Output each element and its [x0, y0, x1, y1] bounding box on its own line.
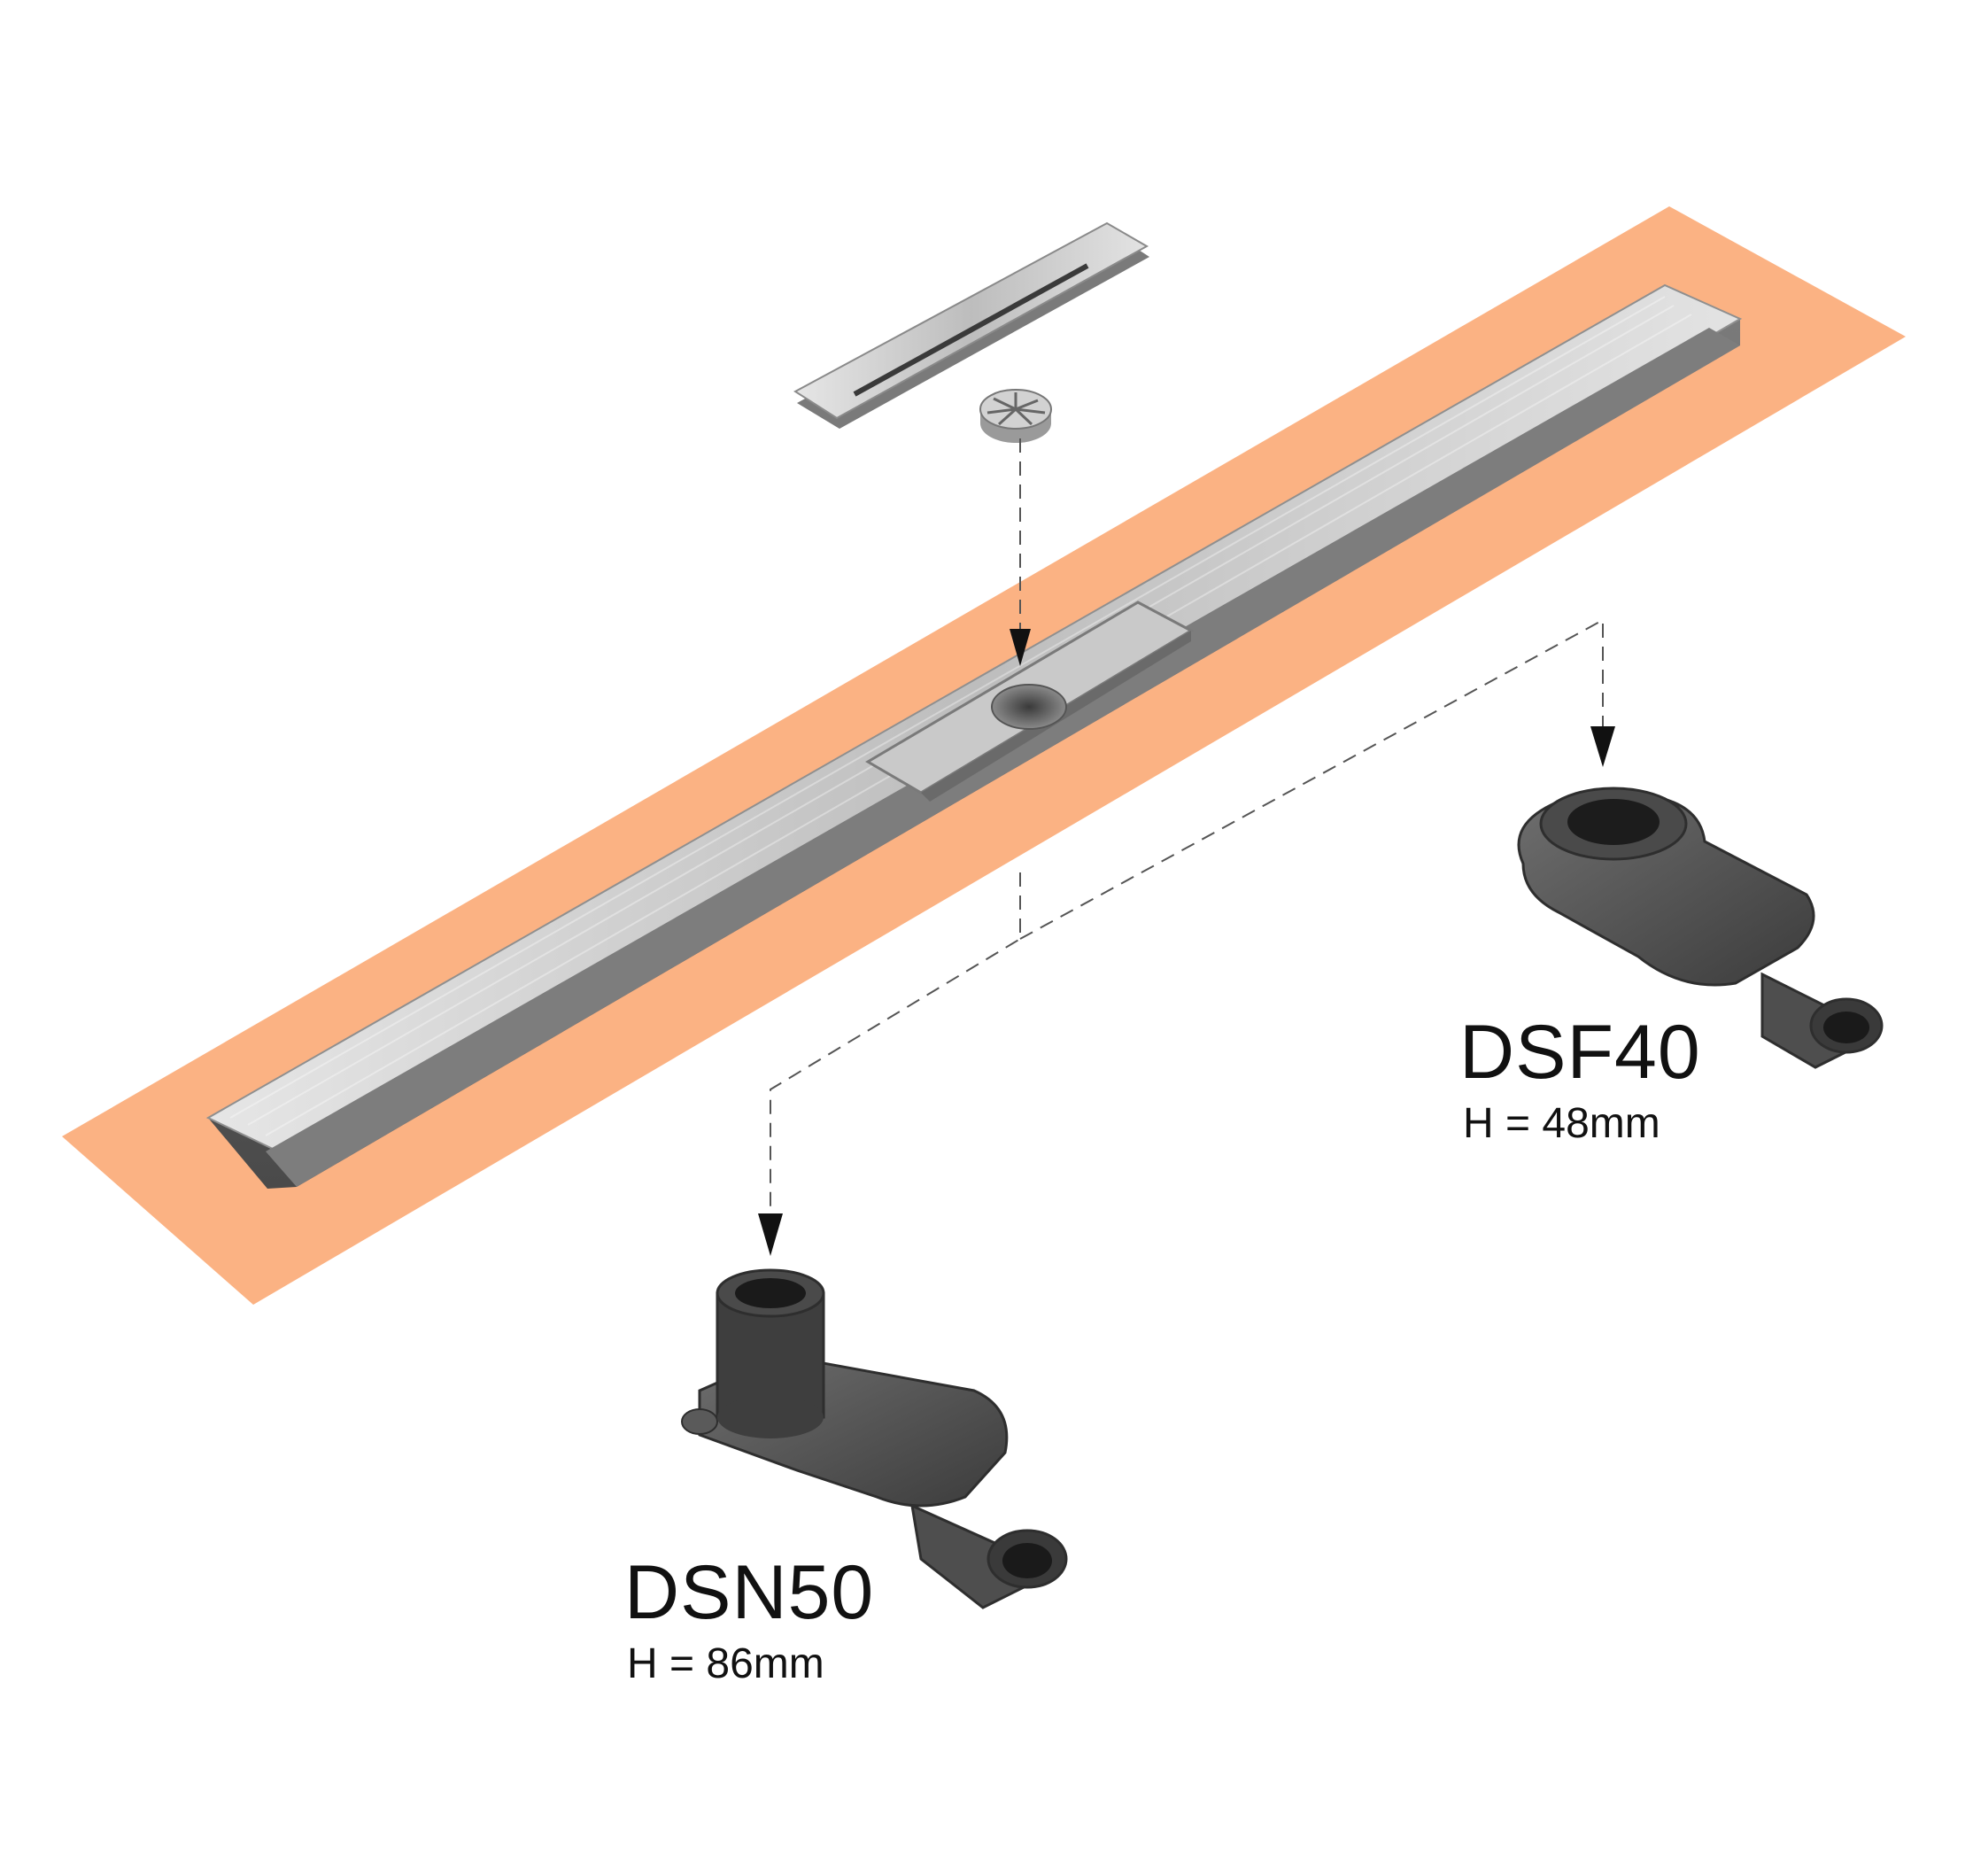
strainer-arrow-icon	[1010, 629, 1031, 666]
cover-plate-icon	[793, 221, 1149, 429]
leader-lines	[770, 438, 1604, 1213]
horizontal-outlet-trap-icon	[1517, 787, 1884, 1069]
dsn50-arrow-icon	[758, 1213, 783, 1256]
dsn50-height-label: H = 86mm	[627, 1640, 824, 1687]
dsf40-arrow-icon	[1590, 726, 1615, 767]
vertical-outlet-trap-icon	[681, 1268, 1068, 1609]
dsf40-height-label: H = 48mm	[1463, 1100, 1660, 1147]
strainer-icon	[979, 389, 1052, 443]
channel-outlet-hole	[991, 684, 1067, 730]
drain-channel	[205, 283, 1743, 1189]
dsn50-name-label: DSN50	[624, 1550, 875, 1635]
dsn50-leader-line	[770, 872, 1021, 1213]
dsf40-name-label: DSF40	[1459, 1010, 1701, 1095]
